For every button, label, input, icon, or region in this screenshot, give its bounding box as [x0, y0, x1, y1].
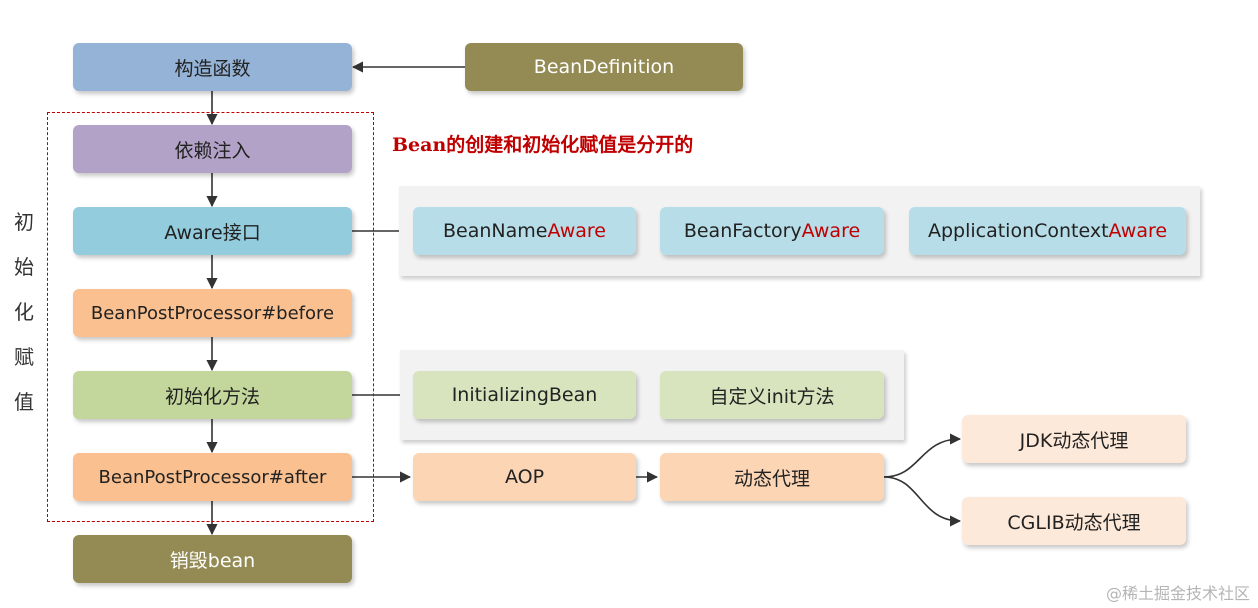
side-label-char: 始 [14, 255, 34, 279]
custom-init-method-node: 自定义init方法 [660, 371, 884, 419]
aware-prefix: BeanFactory [683, 220, 802, 242]
aware-interface-node: Aware接口 [73, 207, 352, 255]
watermark: @稀土掘金技术社区 [1105, 584, 1250, 603]
aware-suffix: Aware [547, 220, 606, 242]
bpp-after-node: BeanPostProcessor#after [73, 453, 352, 501]
creation-note: Bean的创建和初始化赋值是分开的 [392, 134, 694, 156]
bpp-before-node: BeanPostProcessor#before [73, 289, 352, 337]
constructor-node: 构造函数 [73, 43, 352, 91]
dynamic-proxy-node: 动态代理 [660, 453, 884, 501]
aware-suffix: Aware [801, 220, 861, 242]
aware-suffix: Aware [1108, 220, 1168, 242]
dependency-injection-node: 依赖注入 [73, 125, 352, 173]
side-label-char: 赋 [14, 345, 34, 369]
initialization-region-border [47, 112, 374, 522]
destroy-bean-node: 销毁bean [73, 535, 352, 583]
side-label-char: 化 [14, 300, 34, 324]
arrow-proxy-to-cglib [883, 476, 962, 527]
init-method-node: 初始化方法 [73, 371, 352, 419]
aop-node: AOP [413, 453, 636, 501]
bean-definition-node: BeanDefinition [465, 43, 743, 91]
arrow-proxy-to-jdk [883, 433, 962, 478]
aware-prefix: ApplicationContext [927, 220, 1109, 242]
initializing-bean-node: InitializingBean [413, 371, 636, 419]
initialization-assignment-label: 初 始 化 赋 值 [12, 200, 36, 425]
aware-prefix: BeanName [443, 220, 548, 242]
cglib-proxy-node: CGLIB动态代理 [962, 497, 1186, 545]
side-label-char: 值 [14, 390, 34, 414]
jdk-proxy-node: JDK动态代理 [962, 415, 1186, 463]
side-label-char: 初 [14, 210, 34, 234]
